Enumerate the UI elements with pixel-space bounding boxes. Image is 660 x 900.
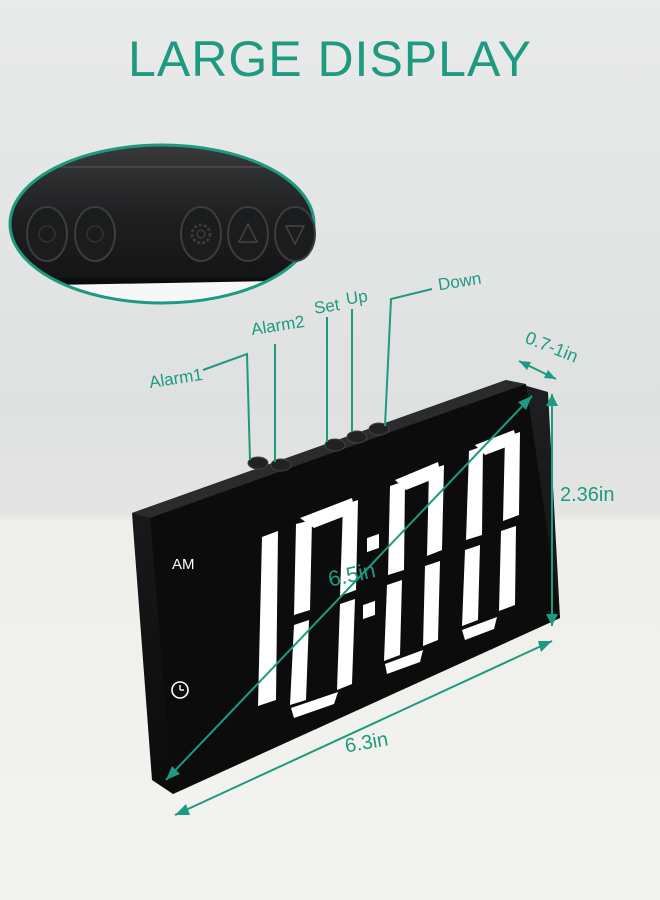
am-indicator: AM <box>172 556 195 573</box>
down-leader <box>384 288 433 427</box>
alarm2-icon <box>74 206 116 262</box>
set-button[interactable] <box>324 438 346 452</box>
up-triangle-icon <box>227 206 269 262</box>
gear-icon <box>180 206 222 262</box>
down-triangle-icon <box>274 206 316 262</box>
height-dimension: 2.36in <box>560 484 615 506</box>
down-button[interactable] <box>368 422 390 436</box>
page-title: LARGE DISPLAY <box>128 31 532 87</box>
alarm1-button[interactable] <box>247 456 269 470</box>
alarm1-leader <box>202 352 251 461</box>
arrowheads <box>166 361 558 815</box>
alarm1-icon <box>26 206 68 262</box>
up-label: Up <box>344 286 370 309</box>
width-dimension-line <box>174 640 553 816</box>
diagonal-dimension-line <box>165 395 533 781</box>
alarm-clock-icon <box>171 681 189 699</box>
led-digits <box>258 430 520 718</box>
button-zoom-bubble <box>8 143 316 305</box>
set-label: Set <box>312 295 341 318</box>
annotation-lines <box>165 288 557 816</box>
up-button[interactable] <box>346 430 368 444</box>
